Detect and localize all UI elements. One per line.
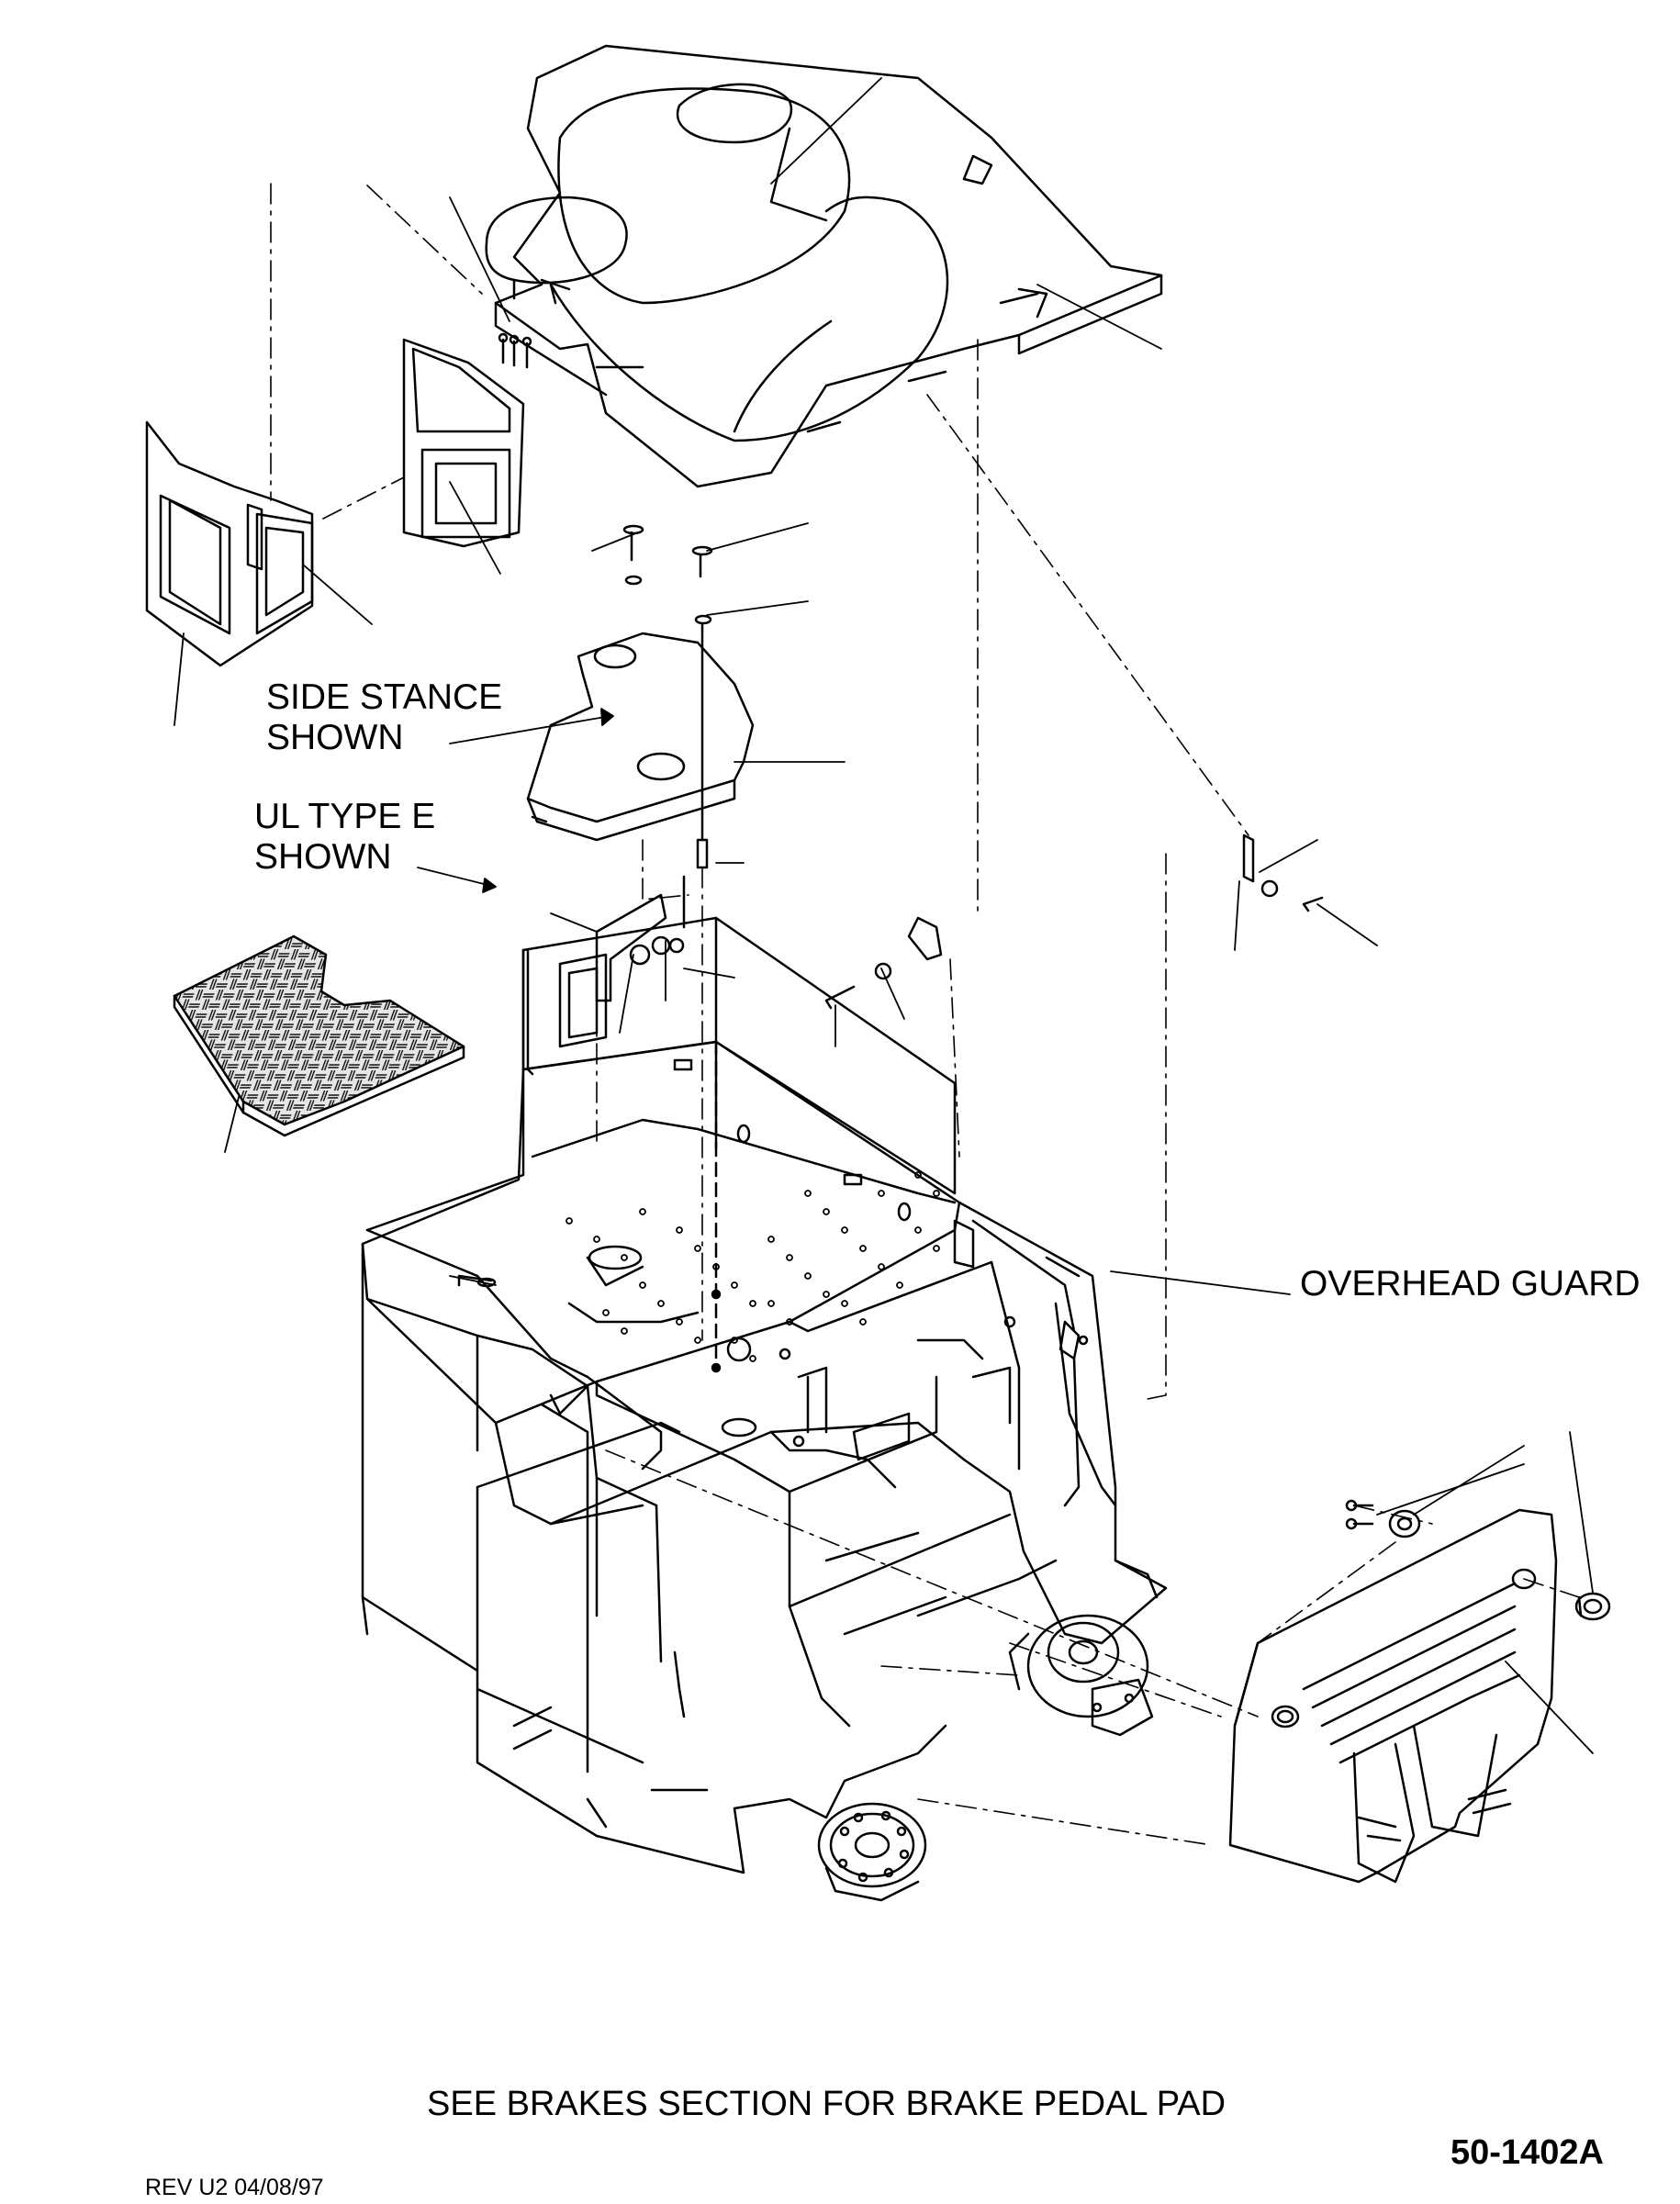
drive-wheel-right	[1008, 1614, 1154, 1737]
hinge-brackets	[595, 833, 1324, 1010]
side-window-panel	[402, 338, 525, 548]
frame-left-shell	[365, 1228, 1159, 1773]
seat-screws	[498, 332, 532, 369]
ul-type-label: UL TYPE E SHOWN	[254, 797, 436, 877]
drawing-number: 50-1402A	[1450, 2133, 1604, 2172]
seat-cushion	[485, 196, 628, 305]
seat-floor-plate	[494, 44, 1163, 488]
rear-cover-panel	[1228, 1508, 1558, 1884]
label-pointers	[417, 708, 614, 893]
operator-compartment	[457, 916, 1076, 1461]
leader-lines	[174, 77, 1594, 1754]
overhead-guard-mount	[1045, 1256, 1089, 1507]
overhead-guard-label: OVERHEAD GUARD	[1300, 1264, 1641, 1303]
hardware-bolts-upper	[622, 524, 713, 869]
floor-mat	[173, 934, 465, 1137]
brakes-note: SEE BRAKES SECTION FOR BRAKE PEDAL PAD	[427, 2085, 1226, 2123]
side-stance-label: SIDE STANCE SHOWN	[266, 677, 503, 757]
floor-holes	[566, 1171, 940, 1362]
rear-cover-hardware	[1345, 1499, 1611, 1621]
revision-label: REV U2 04/08/97	[145, 2175, 324, 2200]
floor-cover	[526, 632, 755, 842]
chassis-frame	[361, 1040, 1168, 1874]
assembly-dash-lines	[270, 183, 1580, 1846]
drive-wheel-left	[817, 1802, 927, 1902]
left-side-panel	[145, 420, 314, 667]
